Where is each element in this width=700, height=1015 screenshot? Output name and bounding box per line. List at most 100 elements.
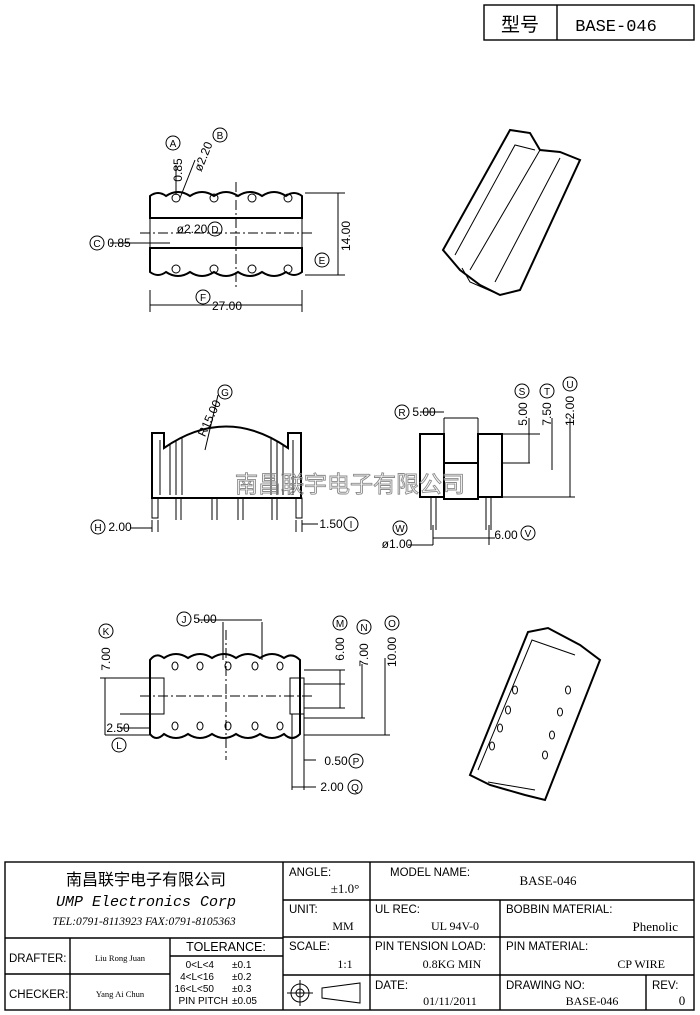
model-name-value: BASE-046 xyxy=(519,873,577,888)
dim-b-value: ø2.20 xyxy=(191,139,216,173)
tolerance-value-2: ±0.2 xyxy=(232,972,252,983)
dim-m-value: 6.00 xyxy=(333,637,347,661)
front-view-dimensions: G R15.00 H 2.00 1.50 I xyxy=(90,384,359,535)
tolerance-value-1: ±0.1 xyxy=(232,960,252,971)
pin-material-label: PIN MATERIAL: xyxy=(506,941,588,953)
tolerance-range-2: 4<L<16 xyxy=(180,972,214,983)
dim-callout-k: K xyxy=(103,627,110,638)
company-tel-fax: TEL:0791-8113923 FAX:0791-8105363 xyxy=(52,916,235,928)
tolerance-label: TOLERANCE: xyxy=(186,940,266,954)
company-name-en: UMP Electronics Corp xyxy=(56,894,236,911)
top-view xyxy=(110,159,345,312)
dim-w-value: ø1.00 xyxy=(382,537,413,551)
projection-symbol-icon xyxy=(287,980,361,1006)
side-view xyxy=(408,411,575,546)
title-block: 南昌联宇电子有限公司 UMP Electronics Corp TEL:0791… xyxy=(4,861,695,1011)
dim-callout-r: R xyxy=(398,408,405,419)
dim-callout-a: A xyxy=(170,139,177,150)
ul-rec-label: UL REC: xyxy=(375,904,420,916)
dim-n-value: 7.00 xyxy=(357,643,371,667)
dim-l-value: 2.50 xyxy=(106,721,130,735)
pin-tension-label: PIN TENSION LOAD: xyxy=(375,941,486,953)
rev-value: 0 xyxy=(679,993,686,1008)
pin-tension-value: 0.8KG MIN xyxy=(423,957,482,971)
dim-callout-p: P xyxy=(353,757,360,768)
scale-label: SCALE: xyxy=(289,941,330,953)
pin-material-value: CP WIRE xyxy=(617,957,665,971)
dim-callout-c: C xyxy=(93,239,100,250)
angle-label: ANGLE: xyxy=(289,867,331,879)
dim-callout-t: T xyxy=(544,387,550,398)
top-view-dimensions: A 0.85 B ø2.20 C 0.85 ø2.20 D 14.00 E F … xyxy=(89,127,353,313)
company-watermark: 南昌联宇电子有限公司 xyxy=(235,472,465,498)
dim-callout-d: D xyxy=(211,225,218,236)
dim-callout-b: B xyxy=(217,131,224,142)
scale-value: 1:1 xyxy=(337,957,352,971)
dim-callout-h: H xyxy=(94,523,101,534)
dim-callout-w: W xyxy=(395,524,405,535)
dim-q-value: 2.00 xyxy=(320,780,344,794)
dim-v-value: 6.00 xyxy=(494,528,518,542)
dim-callout-n: N xyxy=(360,623,367,634)
tolerance-range-3: 16<L<50 xyxy=(175,984,215,995)
dim-o-value: 10.00 xyxy=(385,637,399,667)
dim-i-value: 1.50 xyxy=(319,517,343,531)
dim-callout-j: J xyxy=(182,615,187,626)
dim-u-value: 12.00 xyxy=(563,396,577,426)
checker-name: Yang Ai Chun xyxy=(96,989,145,999)
dim-f-value: 27.00 xyxy=(212,299,242,313)
dim-callout-f: F xyxy=(200,293,206,304)
drafter-label: DRAFTER: xyxy=(9,953,67,965)
drawing-no-label: DRAWING NO: xyxy=(506,980,585,992)
unit-value: MM xyxy=(332,919,354,933)
dim-callout-s: S xyxy=(519,387,526,398)
bobbin-material-label: BOBBIN MATERIAL: xyxy=(506,904,613,916)
dim-r-value: 5.00 xyxy=(412,405,436,419)
ul-rec-value: UL 94V-0 xyxy=(431,919,479,933)
unit-label: UNIT: xyxy=(289,904,318,916)
bottom-view-dimensions: J 5.00 K 7.00 2.50 L M 6.00 N 7.00 O 10.… xyxy=(98,611,400,795)
tolerance-range-1: 0<L<4 xyxy=(186,960,215,971)
dim-callout-o: O xyxy=(388,619,396,630)
dim-callout-u: U xyxy=(566,380,573,391)
dim-s-value: 5.00 xyxy=(516,402,530,426)
model-label: 型号 xyxy=(501,14,539,36)
company-name-cn: 南昌联宇电子有限公司 xyxy=(66,871,226,889)
model-value: BASE-046 xyxy=(575,18,657,37)
dim-j-value: 5.00 xyxy=(193,612,217,626)
dim-callout-v: V xyxy=(525,529,532,540)
isometric-view-top xyxy=(441,128,582,297)
tolerance-value-4: ±0.05 xyxy=(232,996,257,1007)
dim-k-value: 7.00 xyxy=(99,647,113,671)
dim-t-value: 7.50 xyxy=(540,402,554,426)
isometric-view-bottom xyxy=(468,626,602,802)
dim-callout-i: I xyxy=(350,520,353,531)
drafter-name: Liu Rong Juan xyxy=(95,953,146,963)
dim-callout-l: L xyxy=(116,741,122,752)
side-view-dimensions: R 5.00 S 5.00 T 7.50 U 12.00 W ø1.00 6.0… xyxy=(382,376,578,551)
front-view xyxy=(130,394,318,532)
tolerance-range-4: PIN PITCH xyxy=(179,996,228,1007)
model-name-label: MODEL NAME: xyxy=(390,867,470,879)
date-label: DATE: xyxy=(375,980,408,992)
drawing-no-value: BASE-046 xyxy=(566,994,619,1008)
angle-value: ±1.0° xyxy=(331,881,360,896)
date-value: 01/11/2011 xyxy=(423,994,477,1008)
dim-c-value: 0.85 xyxy=(107,236,131,250)
dim-callout-q: Q xyxy=(351,783,359,794)
dim-g-value: R15.00 xyxy=(195,398,224,439)
rev-label: REV: xyxy=(652,980,678,992)
dim-callout-g: G xyxy=(221,388,229,399)
dim-callout-m: M xyxy=(336,619,344,630)
model-header: 型号 BASE-046 xyxy=(483,4,695,41)
dim-d-value: ø2.20 xyxy=(177,222,208,236)
bottom-view xyxy=(100,619,390,790)
dim-p-value: 0.50 xyxy=(324,754,348,768)
bobbin-material-value: Phenolic xyxy=(633,919,679,934)
checker-label: CHECKER: xyxy=(9,989,68,1001)
tolerance-value-3: ±0.3 xyxy=(232,984,252,995)
dim-e-value: 14.00 xyxy=(339,221,353,251)
dim-a-value: 0.85 xyxy=(171,158,185,182)
dim-callout-e: E xyxy=(319,256,326,267)
